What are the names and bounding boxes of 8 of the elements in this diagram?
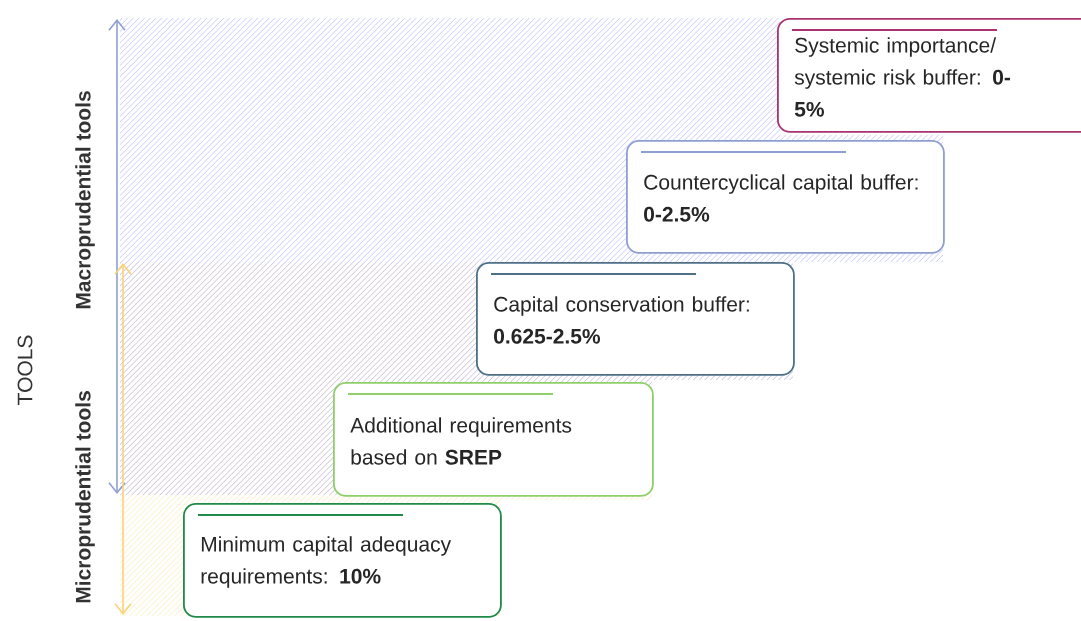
buffer-box: Minimum capital adequacy requirements: 10%	[183, 503, 502, 618]
axis-label: Microprudential tools	[75, 391, 95, 603]
buffer-box: Capital conservation buffer: 0.625-2.5%	[476, 262, 795, 376]
buffer-box: Additional requirements based on SREP	[333, 382, 654, 497]
axis-label: TOOLS	[17, 335, 33, 405]
axis-label: Macroprudential tools	[75, 91, 95, 309]
buffer-box: Countercyclical capital buffer: 0-2.5%	[626, 140, 945, 254]
buffer-box: Systemic importance/ systemic risk buffer: 0-5%	[777, 18, 1081, 133]
